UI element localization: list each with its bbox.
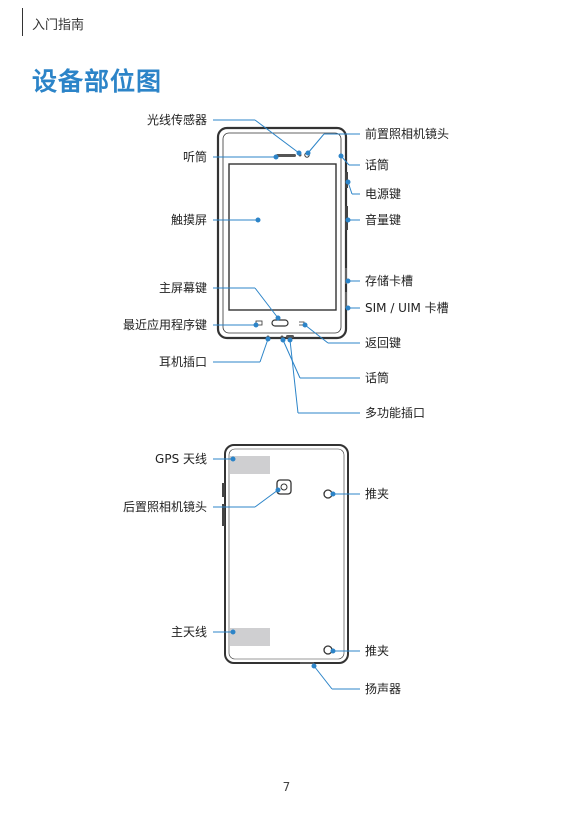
tablet-front [216, 126, 348, 340]
rear-camera-lens [280, 483, 288, 491]
page-title: 设备部位图 [32, 67, 163, 96]
main-antenna-region [230, 628, 270, 646]
label-light-sensor: 光线传感器 [146, 113, 207, 127]
label-volume-key: 音量键 [365, 213, 402, 227]
label-main-antenna: 主天线 [170, 625, 207, 639]
label-memory-card-tray: 存储卡槽 [365, 274, 414, 288]
usb-port-shape [286, 335, 294, 338]
speaker-grille [300, 662, 314, 664]
label-clip-bottom: 推夹 [365, 644, 390, 658]
tablet-back [222, 444, 349, 664]
label-clip-top: 推夹 [365, 487, 390, 501]
label-mic-top: 话筒 [365, 158, 390, 172]
page-number: 7 [282, 780, 291, 794]
section-header: 入门指南 [32, 18, 85, 33]
label-rear-camera: 后置照相机镜头 [122, 500, 207, 514]
header-rule [22, 8, 23, 36]
label-multipurpose-jack: 多功能插口 [365, 406, 426, 420]
back-callouts [213, 456, 360, 690]
front-callouts [213, 119, 360, 414]
label-headset-jack: 耳机插口 [158, 355, 207, 369]
label-earpiece: 听筒 [182, 150, 207, 164]
home-key-shape [271, 319, 289, 327]
label-touchscreen: 触摸屏 [170, 213, 207, 227]
label-home-key: 主屏幕键 [158, 281, 207, 295]
label-recent-apps-key: 最近应用程序键 [122, 318, 207, 332]
label-gps-antenna: GPS 天线 [155, 452, 207, 466]
label-power-key: 电源键 [365, 187, 402, 201]
gps-antenna-region [230, 456, 270, 474]
memory-tray-shape [345, 268, 347, 284]
label-speaker: 扬声器 [365, 682, 402, 696]
touchscreen-area [228, 163, 337, 311]
label-mic-bottom: 话筒 [365, 371, 390, 385]
label-sim-tray: SIM / UIM 卡槽 [365, 301, 449, 315]
label-back-key: 返回键 [365, 336, 402, 350]
label-front-camera: 前置照相机镜头 [365, 127, 450, 141]
earpiece-grille [276, 154, 296, 157]
rear-camera-housing [276, 479, 292, 495]
sim-tray-shape [345, 292, 347, 308]
